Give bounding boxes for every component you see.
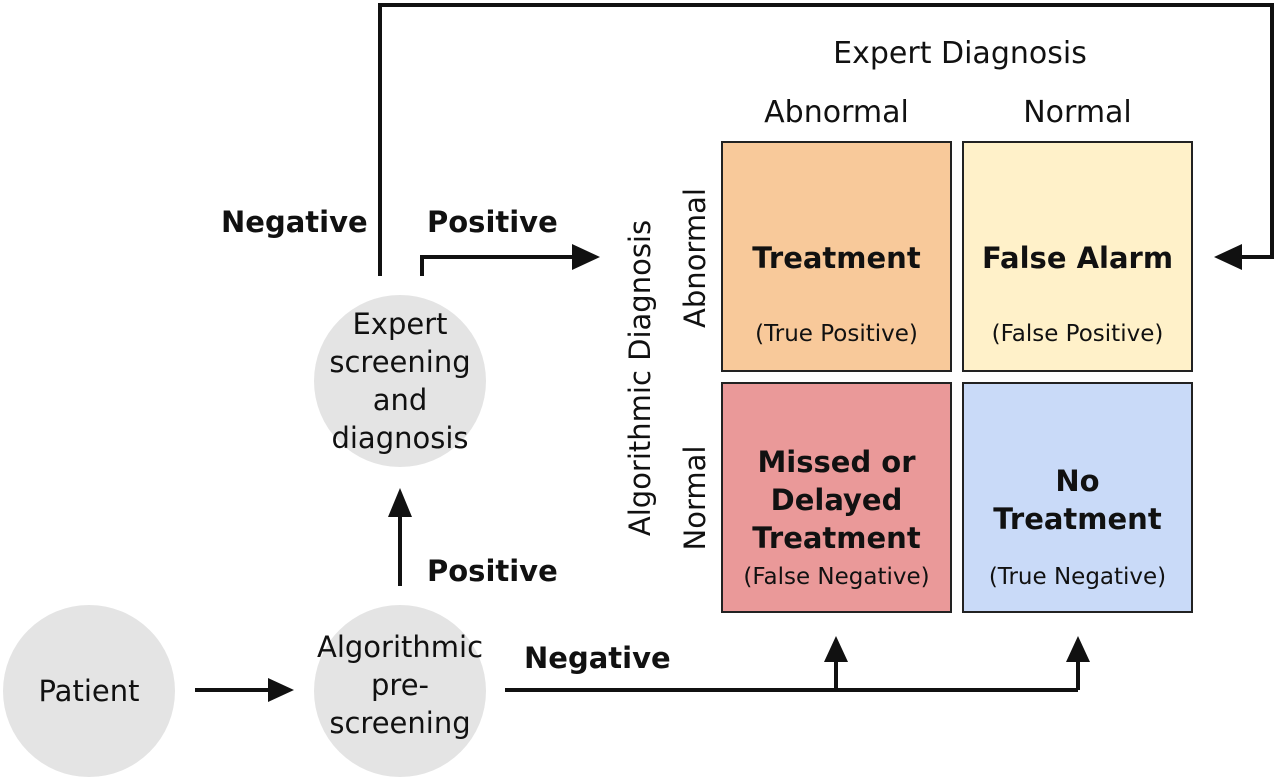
cell-tp-subtitle: (True Positive)	[755, 321, 918, 347]
arrowhead-false-alarm	[1214, 244, 1242, 270]
matrix-row-normal: Normal	[678, 445, 712, 551]
cell-fn-subtitle: (False Negative)	[743, 564, 930, 590]
cell-tp-title: Treatment	[752, 241, 921, 275]
matrix-column-normal: Normal	[1023, 95, 1132, 130]
arrow-expert-negative-loop	[378, 3, 1274, 276]
cell-fp-subtitle: (False Positive)	[991, 321, 1164, 347]
arrowhead-tn	[1066, 636, 1090, 662]
node-algorithmic-label: Algorithmic pre-screening	[316, 630, 484, 740]
label-expert-negative: Negative	[221, 205, 368, 239]
cell-fn-title: Missed or Delayed Treatment	[752, 445, 921, 555]
arrow-expert-positive	[420, 255, 575, 276]
cell-tn-title: No Treatment	[993, 464, 1162, 536]
arrowhead-expert	[388, 488, 412, 517]
label-algorithmic-positive: Positive	[427, 554, 558, 588]
node-expert-screening: Expert screening and diagnosis	[314, 295, 486, 467]
arrowhead-patient	[268, 678, 294, 702]
node-algorithmic-prescreening: Algorithmic pre-screening	[314, 605, 486, 777]
matrix-row-abnormal: Abnormal	[678, 188, 712, 328]
node-patient-label: Patient	[38, 674, 140, 708]
matrix-column-title: Expert Diagnosis	[833, 36, 1087, 71]
matrix-row-title: Algorithmic Diagnosis	[623, 219, 657, 537]
matrix-column-abnormal: Abnormal	[764, 95, 909, 130]
cell-true-positive: Treatment (True Positive)	[721, 141, 952, 372]
cell-false-negative: Missed or Delayed Treatment (False Negat…	[721, 382, 952, 613]
node-patient: Patient	[3, 605, 175, 777]
cell-fp-title: False Alarm	[981, 241, 1174, 275]
node-expert-label: Expert screening and diagnosis	[329, 307, 471, 455]
cell-tn-subtitle: (True Negative)	[988, 564, 1167, 590]
arrowhead-fn	[824, 636, 848, 662]
cell-true-negative: No Treatment (True Negative)	[962, 382, 1193, 613]
flow-connectors	[195, 3, 1274, 702]
label-algorithmic-negative: Negative	[524, 641, 671, 675]
cell-false-positive: False Alarm (False Positive)	[962, 141, 1193, 372]
arrowhead-positive	[572, 244, 600, 270]
label-expert-positive: Positive	[427, 205, 558, 239]
